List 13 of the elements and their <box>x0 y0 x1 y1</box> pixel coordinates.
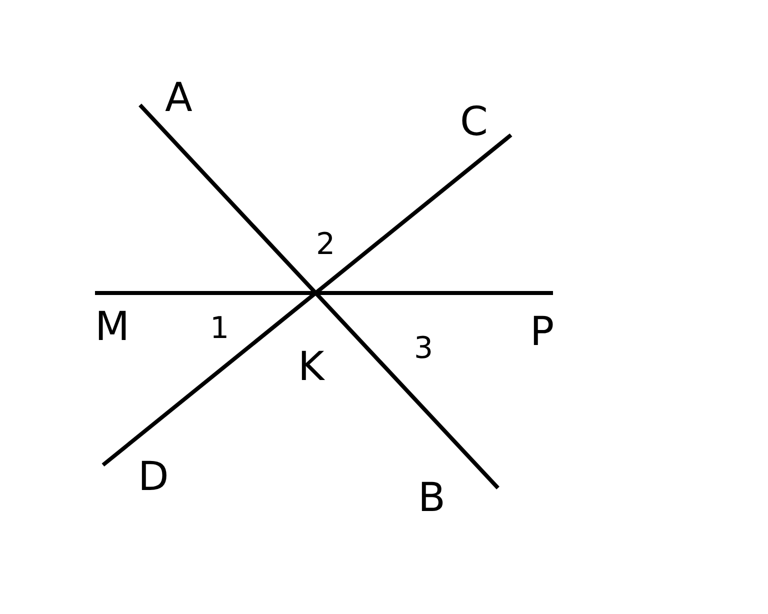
angle-number: 2 <box>316 228 336 262</box>
line <box>102 133 512 467</box>
angle-number: 3 <box>414 332 434 366</box>
angle-number: 1 <box>210 312 230 346</box>
point-label: A <box>165 76 192 120</box>
point-label: B <box>418 476 446 520</box>
point-label: K <box>298 345 324 389</box>
point-label: P <box>530 310 554 354</box>
point-label: C <box>460 100 488 144</box>
line <box>138 104 500 490</box>
point-label: D <box>138 455 169 499</box>
point-label: M <box>95 305 130 349</box>
line <box>95 291 553 295</box>
